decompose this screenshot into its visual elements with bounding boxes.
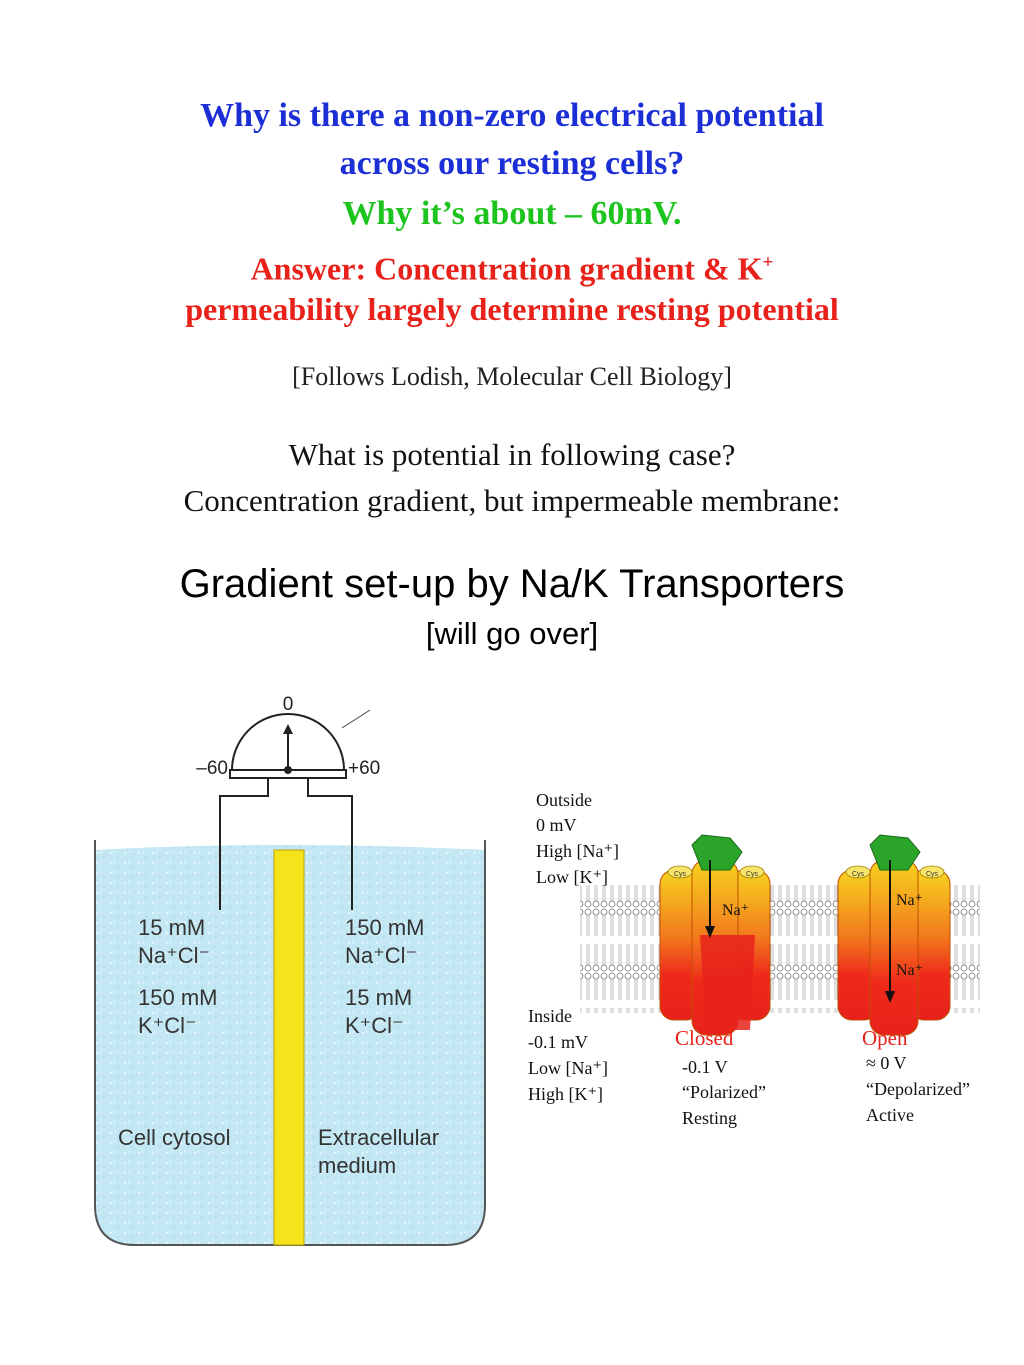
meter-minus-label: –60	[196, 758, 228, 779]
open-voltage: ≈ 0 V	[866, 1053, 907, 1073]
closed-state-desc: “Polarized”	[682, 1082, 766, 1102]
closed-cys-label-right: Cys	[746, 871, 759, 878]
inside-label: Inside	[528, 1006, 572, 1026]
open-channel: Na⁺ Na⁺ Cys Cys	[837, 834, 951, 1036]
open-cys-label-left: Cys	[852, 871, 865, 878]
right-k-concentration: 15 mM	[345, 985, 412, 1010]
closed-voltage: -0.1 V	[682, 1057, 728, 1077]
right-na-salt: Na⁺Cl⁻	[345, 943, 417, 968]
reference-text: [Follows Lodish, Molecular Cell Biology]	[292, 362, 732, 391]
open-ion-label-bottom: Na⁺	[896, 962, 923, 979]
meter-zero-label: 0	[283, 694, 294, 715]
closed-channel: Na⁺ Cys Cys	[659, 834, 771, 1036]
subtitle-note: [will go over]	[425, 616, 599, 651]
question-line-1: What is potential in following case?	[288, 437, 736, 472]
channel-diagram: Na⁺ Cys Cys Na⁺ Na⁺ Cys Cys Outside 0 mV…	[528, 790, 980, 1128]
subtitle-main: Gradient set-up by Na/K Transporters	[179, 562, 845, 606]
right-k-salt: K⁺Cl⁻	[345, 1013, 404, 1038]
left-na-salt: Na⁺Cl⁻	[138, 943, 210, 968]
closed-state-mode: Resting	[682, 1108, 737, 1128]
cell-cytosol-label: Cell cytosol	[118, 1125, 230, 1150]
open-cys-label-right: Cys	[926, 871, 939, 878]
membrane	[273, 849, 305, 1246]
heading-line-4: Answer: Concentration gradient & K+	[250, 250, 774, 287]
closed-cys-label-left: Cys	[674, 871, 687, 878]
inside-na: Low [Na⁺]	[528, 1058, 608, 1078]
left-na-concentration: 15 mM	[138, 915, 205, 940]
open-ion-label-top: Na⁺	[896, 892, 923, 909]
extracellular-label-1: Extracellular	[318, 1125, 439, 1150]
question-line-2: Concentration gradient, but impermeable …	[183, 483, 841, 518]
outside-k: Low [K⁺]	[536, 867, 608, 887]
outside-label: Outside	[536, 790, 592, 810]
closed-ion-label: Na⁺	[722, 902, 749, 919]
open-state-title: Open	[862, 1026, 908, 1050]
left-k-salt: K⁺Cl⁻	[138, 1013, 197, 1038]
right-na-concentration: 150 mM	[345, 915, 424, 940]
closed-state-title: Closed	[675, 1026, 734, 1050]
heading-line-5: permeability largely determine resting p…	[185, 291, 839, 327]
heading-line-3: Why it’s about – 60mV.	[342, 195, 682, 232]
outside-voltage: 0 mV	[536, 815, 577, 835]
inside-k: High [K⁺]	[528, 1084, 603, 1104]
meter-plus-label: +60	[348, 758, 380, 779]
inside-voltage: -0.1 mV	[528, 1032, 588, 1052]
beaker-diagram: 0 –60 +60 15 mM Na⁺Cl⁻ 150 mM K⁺Cl⁻ Cell…	[94, 694, 486, 1246]
open-state-desc: “Depolarized”	[866, 1079, 970, 1099]
extracellular-label-2: medium	[318, 1153, 396, 1178]
outside-na: High [Na⁺]	[536, 841, 619, 861]
left-k-concentration: 150 mM	[138, 985, 217, 1010]
heading-line-1: Why is there a non-zero electrical poten…	[200, 97, 824, 134]
open-state-mode: Active	[866, 1105, 914, 1125]
heading-line-2: across our resting cells?	[339, 145, 685, 182]
